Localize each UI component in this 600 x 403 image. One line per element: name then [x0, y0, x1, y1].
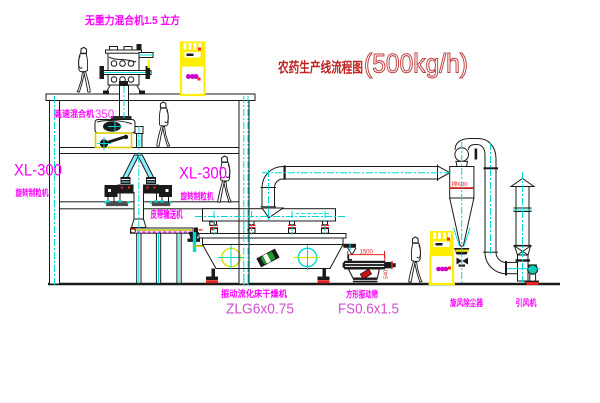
svg-text:高速混合机: 高速混合机 — [54, 108, 94, 119]
svg-text:振动流化床干燥机: 振动流化床干燥机 — [221, 288, 287, 299]
svg-text:皮带输送机: 皮带输送机 — [150, 208, 183, 221]
svg-text:FS0.6x1.5: FS0.6x1.5 — [338, 301, 399, 318]
svg-text:540: 540 — [384, 270, 390, 279]
svg-text:旋转制粒机: 旋转制粒机 — [180, 191, 214, 202]
svg-text:(500kg/h): (500kg/h) — [364, 49, 468, 79]
svg-text:350: 350 — [95, 109, 114, 121]
svg-text:排600: 排600 — [452, 180, 468, 188]
svg-text:农药生产线流程图: 农药生产线流程图 — [277, 60, 363, 76]
svg-text:XL-300: XL-300 — [179, 164, 227, 183]
svg-text:旋转制粒机: 旋转制粒机 — [15, 187, 49, 198]
svg-text:ZLG6x0.75: ZLG6x0.75 — [226, 301, 294, 318]
svg-text:无重力混合机1.5 立方: 无重力混合机1.5 立方 — [84, 13, 180, 27]
svg-text:XL-300: XL-300 — [14, 161, 62, 180]
svg-text:方形振动筛: 方形振动筛 — [346, 289, 378, 300]
svg-text:引风机: 引风机 — [516, 297, 537, 308]
svg-text:1500: 1500 — [360, 250, 374, 256]
svg-text:旋风除尘器: 旋风除尘器 — [449, 297, 483, 308]
